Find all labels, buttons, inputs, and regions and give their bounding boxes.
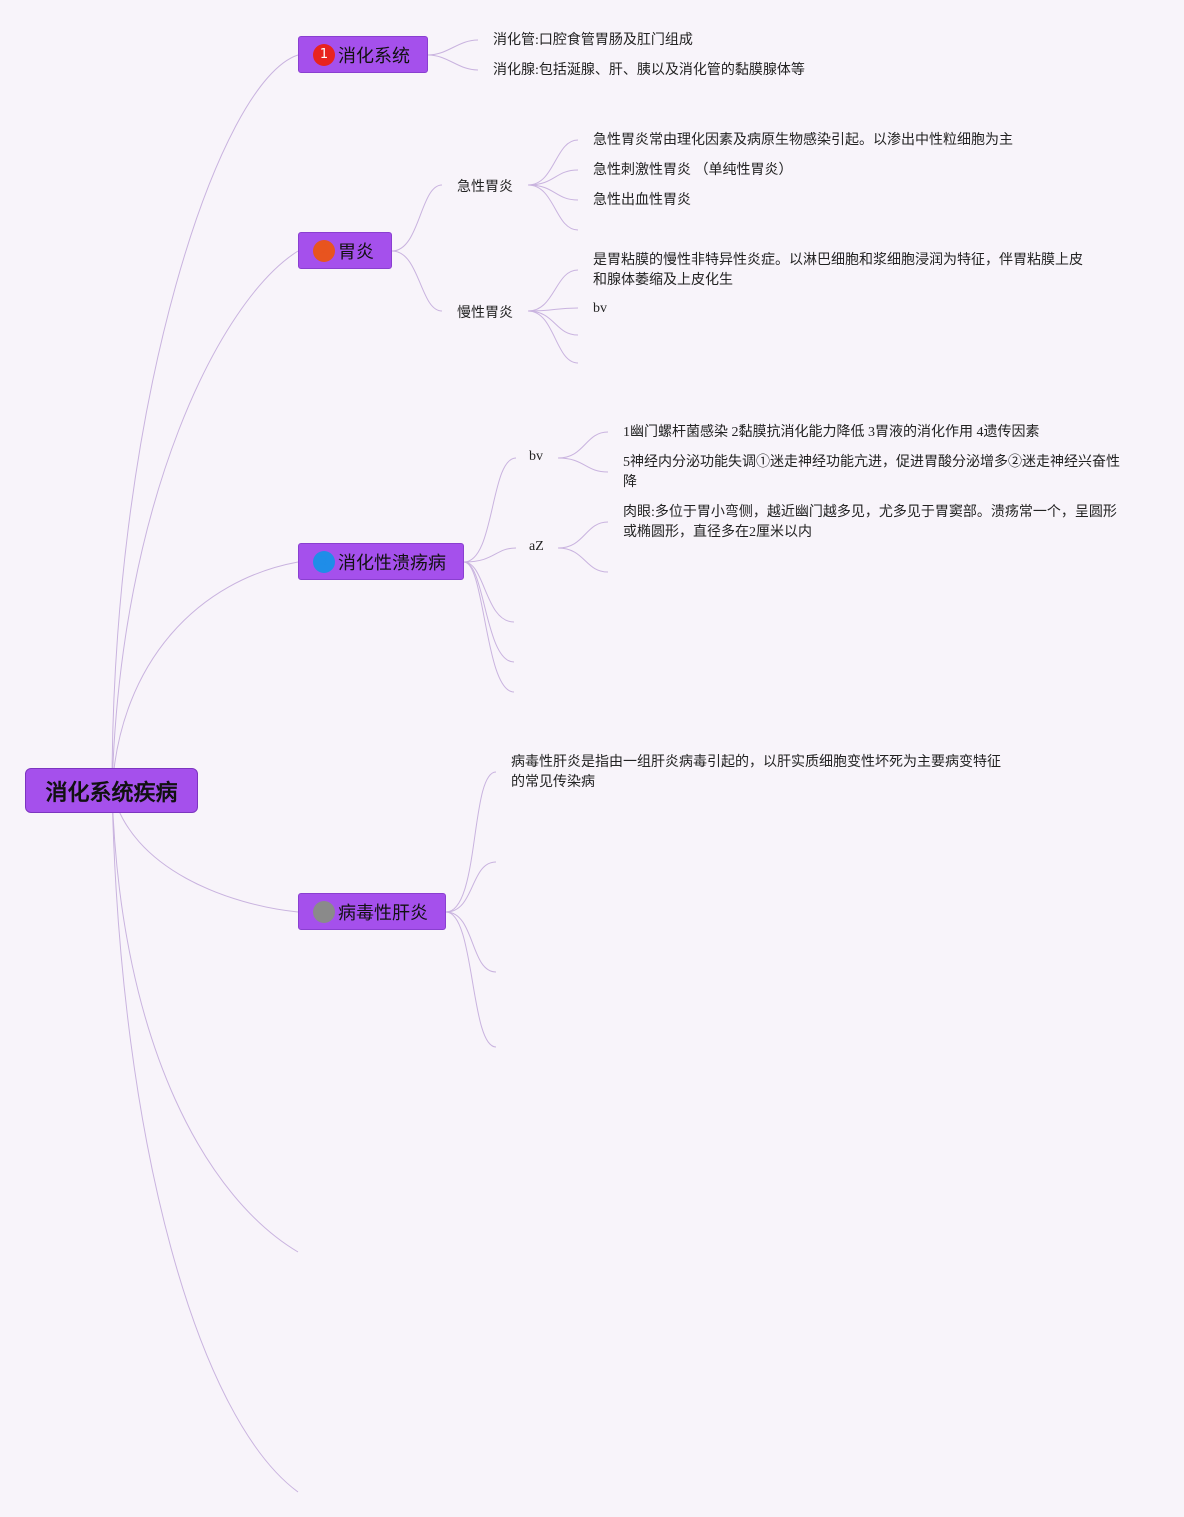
connector-acute-empty: [527, 184, 579, 231]
connector-acute-leaf3: [527, 184, 579, 201]
connector-chronic-leaf1: [527, 269, 579, 312]
topic-gastritis[interactable]: 2 胃炎: [298, 232, 392, 269]
leaf-ulcer-causes-2-line2: 降: [623, 475, 637, 490]
topic-digestive-system[interactable]: 1 消化系统: [298, 36, 428, 73]
connector-t3-bv: [463, 457, 517, 563]
connector-acute-leaf2: [527, 169, 579, 186]
connector-root-topic1: [111, 54, 299, 791]
connector-root-empty2: [111, 789, 299, 1493]
connector-chronic-leaf2: [527, 307, 579, 312]
badge-4-icon: 4: [313, 900, 335, 923]
leaf-ulcer-causes-1[interactable]: 1幽门螺杆菌感染 2黏膜抗消化能力降低 3胃液的消化作用 4遗传因素: [623, 425, 1040, 440]
topic-label: 胃炎: [338, 241, 374, 263]
leaf-chronic-1-line2: 和腺体萎缩及上皮化生: [593, 273, 733, 288]
subtopic-az[interactable]: aZ: [529, 539, 544, 554]
connector-acute-leaf1: [527, 139, 579, 186]
leaf-ulcer-causes-2[interactable]: 5神经内分泌功能失调①迷走神经功能亢进，促进胃酸分泌增多②迷走神经兴奋性 降: [623, 453, 1120, 493]
leaf-hepatitis-line2: 的常见传染病: [511, 775, 595, 790]
connector-az-empty: [557, 547, 609, 573]
root-node[interactable]: 消化系统疾病: [25, 768, 198, 813]
connector-t3-empty3: [463, 561, 515, 693]
connector-t2-chronic: [391, 250, 443, 312]
connector-t3-empty1: [463, 561, 515, 623]
connector-az-leaf1: [557, 521, 609, 549]
leaf-digestive-tract[interactable]: 消化管:口腔食管胃肠及肛门组成: [493, 33, 693, 48]
connector-chronic-empty1: [527, 310, 579, 336]
connector-t1-leaf1: [427, 39, 479, 56]
badge-3-icon: 3: [313, 550, 335, 573]
leaf-acute-1[interactable]: 急性胃炎常由理化因素及病原生物感染引起。以渗出中性粒细胞为主: [593, 133, 1013, 148]
connector-bv-leaf2: [557, 457, 609, 473]
leaf-ulcer-gross-line2: 或椭圆形，直径多在2厘米以内: [623, 525, 812, 540]
leaf-chronic-2[interactable]: bv: [593, 301, 607, 316]
connector-root-topic3: [111, 561, 299, 791]
topic-viral-hepatitis[interactable]: 4 病毒性肝炎: [298, 893, 446, 930]
leaf-ulcer-gross[interactable]: 肉眼:多位于胃小弯侧，越近幽门越多见，尤多见于胃窦部。溃疡常一个，呈圆形 或椭圆…: [623, 503, 1117, 543]
topic-label: 消化系统: [338, 45, 410, 67]
topic-peptic-ulcer[interactable]: 3 消化性溃疡病: [298, 543, 464, 580]
connector-t3-az: [463, 547, 517, 563]
topic-label: 病毒性肝炎: [338, 902, 428, 924]
connector-root-topic4: [111, 789, 299, 913]
leaf-acute-2[interactable]: 急性刺激性胃炎 （单纯性胃炎）: [593, 163, 793, 178]
connector-t4-empty2: [445, 911, 497, 973]
connector-t4-empty3: [445, 911, 497, 1048]
badge-2-icon: 2: [313, 239, 335, 262]
connector-t1-leaf2: [427, 54, 479, 71]
connector-t4-empty1: [445, 861, 497, 913]
connector-root-empty1: [111, 789, 299, 1253]
topic-label: 消化性溃疡病: [338, 552, 446, 574]
leaf-chronic-1-line1: 是胃粘膜的慢性非特异性炎症。以淋巴细胞和浆细胞浸润为特征，伴胃粘膜上皮: [593, 253, 1083, 268]
leaf-ulcer-causes-2-line1: 5神经内分泌功能失调①迷走神经功能亢进，促进胃酸分泌增多②迷走神经兴奋性: [623, 455, 1120, 470]
subtopic-acute-gastritis[interactable]: 急性胃炎: [457, 180, 513, 195]
connector-t3-empty2: [463, 561, 515, 663]
leaf-digestive-glands[interactable]: 消化腺:包括涎腺、肝、胰以及消化管的黏膜腺体等: [493, 63, 805, 78]
connector-root-topic2: [111, 250, 299, 791]
subtopic-chronic-gastritis[interactable]: 慢性胃炎: [457, 306, 513, 321]
leaf-hepatitis-definition[interactable]: 病毒性肝炎是指由一组肝炎病毒引起的，以肝实质细胞变性坏死为主要病变特征 的常见传…: [511, 753, 1001, 793]
connector-chronic-empty2: [527, 310, 579, 364]
badge-1-icon: 1: [313, 43, 335, 66]
leaf-acute-3[interactable]: 急性出血性胃炎: [593, 193, 691, 208]
connector-t2-acute: [391, 184, 443, 252]
leaf-hepatitis-line1: 病毒性肝炎是指由一组肝炎病毒引起的，以肝实质细胞变性坏死为主要病变特征: [511, 755, 1001, 770]
leaf-chronic-1[interactable]: 是胃粘膜的慢性非特异性炎症。以淋巴细胞和浆细胞浸润为特征，伴胃粘膜上皮 和腺体萎…: [593, 251, 1083, 291]
subtopic-bv[interactable]: bv: [529, 449, 543, 464]
connector-bv-leaf1: [557, 431, 609, 459]
connector-t4-leaf: [445, 771, 497, 913]
leaf-ulcer-gross-line1: 肉眼:多位于胃小弯侧，越近幽门越多见，尤多见于胃窦部。溃疡常一个，呈圆形: [623, 505, 1117, 520]
